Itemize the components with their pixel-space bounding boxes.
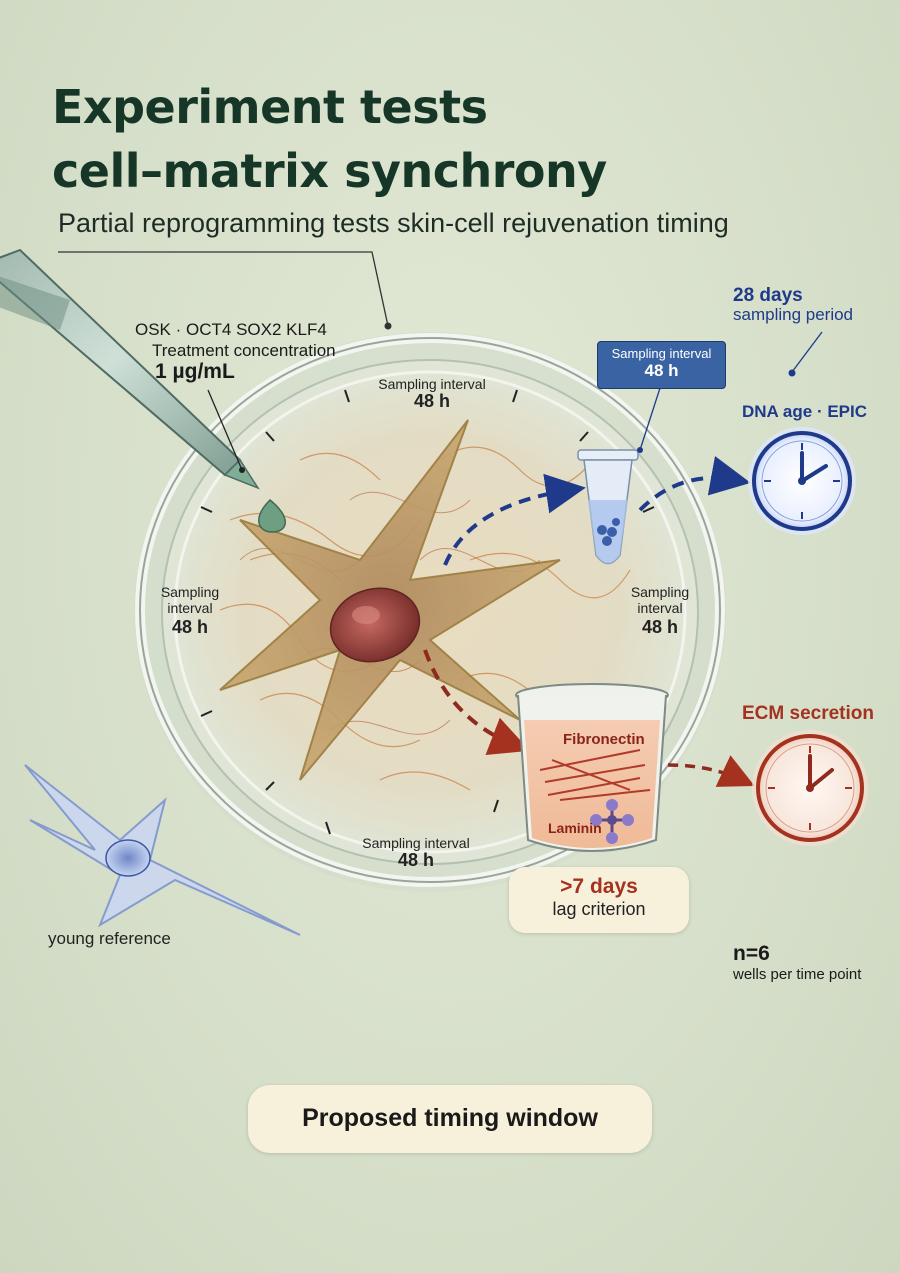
- sampling-right-label-1: Sampling: [630, 584, 690, 600]
- leader-line: [58, 251, 389, 327]
- treatment-factors: OSK · OCT4 SOX2 KLF4: [135, 320, 327, 339]
- lag-label: lag criterion: [552, 899, 646, 919]
- sampling-left-value: 48 h: [171, 617, 209, 637]
- sampling-left-label-2: interval: [167, 600, 213, 616]
- arrow-to-beaker: [423, 649, 530, 756]
- title-line-1: Experiment tests: [52, 80, 488, 134]
- lag-value: >7 days: [560, 875, 638, 898]
- sampling-top-value: 48 h: [413, 391, 451, 411]
- sampling-bottom-value: 48 h: [397, 850, 435, 870]
- sampling-top-label: Sampling interval: [378, 376, 486, 392]
- dna-age-clock: [748, 427, 856, 535]
- beaker: [515, 683, 669, 852]
- sampling-left-label-1: Sampling: [160, 584, 220, 600]
- arrow-to-ecm-clock: [667, 755, 755, 787]
- sample-tube: [577, 449, 639, 565]
- treatment-label: Treatment concentration: [152, 341, 336, 360]
- sampling-bottom-label: Sampling interval: [362, 835, 470, 851]
- laminin-label: Laminin: [548, 820, 602, 836]
- sampling-box-label: Sampling interval: [611, 346, 712, 361]
- subtitle: Partial reprogramming tests skin-cell re…: [58, 208, 729, 238]
- replicates-label: wells per time point: [733, 966, 862, 983]
- young-reference-cell: [24, 764, 301, 936]
- arrow-to-dna-clock: [638, 456, 751, 512]
- timing-window-label: Proposed timing window: [302, 1104, 598, 1132]
- sampling-right-label-2: interval: [637, 600, 683, 616]
- proposed-timing-window: Proposed timing window: [248, 1085, 652, 1153]
- fibroblast-cell: [219, 419, 561, 781]
- title-line-2: cell–matrix synchrony: [52, 144, 607, 198]
- fibronectin-label: Fibronectin: [563, 731, 645, 748]
- treatment-value: 1 µg/mL: [155, 360, 235, 383]
- arrow-to-tube: [443, 473, 586, 566]
- replicates-value: n=6: [733, 942, 770, 965]
- lag-criterion-badge: >7 days lag criterion: [509, 867, 689, 933]
- period-value: 28 days: [733, 285, 803, 306]
- dna-age-label: DNA age · EPIC: [742, 402, 868, 421]
- period-label: sampling period: [733, 305, 854, 324]
- pipette: [0, 248, 286, 533]
- sampling-box-value: 48 h: [644, 361, 679, 380]
- ecm-secretion-label: ECM secretion: [742, 703, 874, 724]
- box-leader: [639, 387, 661, 451]
- sampling-interval-box: Sampling interval 48 h: [597, 341, 726, 389]
- sampling-right-value: 48 h: [641, 617, 679, 637]
- ecm-clock: [752, 730, 868, 846]
- young-reference-label: young reference: [48, 929, 171, 948]
